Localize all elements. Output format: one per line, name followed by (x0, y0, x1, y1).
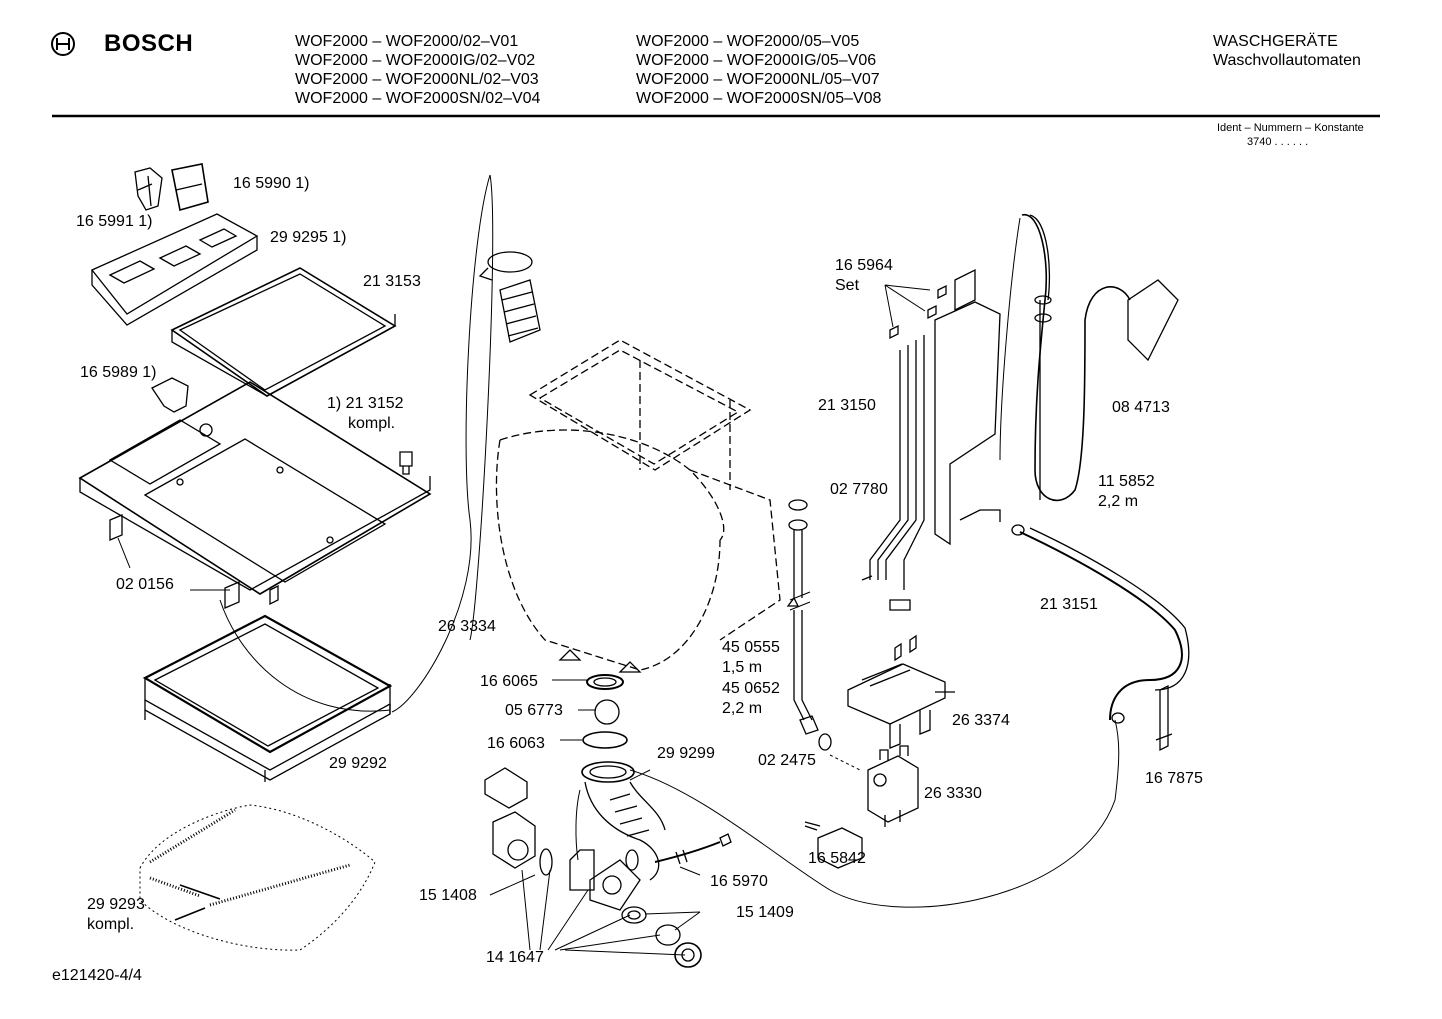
pressure-pipe-assembly (861, 268, 1001, 611)
brand-name: BOSCH (104, 30, 194, 57)
model-entry: WOF2000 – WOF2000/02–V01 (295, 33, 519, 50)
model-entry: WOF2000 – WOF2000NL/02–V03 (295, 71, 539, 88)
part-label: Set (835, 277, 860, 294)
part-label: 02 0156 (116, 576, 174, 593)
part-label: 45 0555 (722, 639, 780, 656)
part-label: 45 0652 (722, 680, 780, 697)
leader-lines (489, 679, 701, 956)
detergent-drawer-group (78, 163, 432, 609)
filter-capacitor (804, 821, 863, 869)
part-label: 1,5 m (722, 659, 763, 676)
ident-value: 3740 . . . . . . (1247, 136, 1309, 148)
model-entry: WOF2000 – WOF2000IG/05–V06 (636, 52, 877, 69)
category-title: WASCHGERÄTE (1213, 33, 1338, 50)
part-label: 29 9299 (657, 745, 715, 762)
part-label: 16 5964 (835, 257, 893, 274)
part-label: 21 3151 (1040, 596, 1098, 613)
pump-group (484, 674, 732, 968)
part-label: kompl. (87, 916, 135, 933)
part-label: 15 1409 (736, 904, 794, 921)
part-label: 29 9292 (329, 755, 387, 772)
part-label: 14 1647 (486, 949, 544, 966)
model-entry: WOF2000 – WOF2000SN/05–V08 (636, 90, 882, 107)
part-label: 16 6063 (487, 735, 545, 752)
model-entry: WOF2000 – WOF2000IG/02–V02 (295, 52, 536, 69)
model-list-col1: WOF2000 – WOF2000/02–V01 WOF2000 – WOF20… (295, 32, 540, 108)
part-label: 16 5970 (710, 873, 768, 890)
bosch-logo-icon (51, 32, 75, 56)
part-label: 16 5842 (808, 850, 866, 867)
inlet-valve (867, 745, 919, 827)
part-label: 16 5990 1) (233, 175, 310, 192)
part-label: 16 5991 1) (76, 213, 153, 230)
part-label: 08 4713 (1112, 399, 1170, 416)
tub-assembly (391, 174, 781, 713)
category-block: WASCHGERÄTE Waschvollautomaten (1213, 32, 1361, 70)
inlet-hose-group (786, 499, 861, 771)
drain-hose-curve (629, 719, 1120, 908)
assembly-outline-curve (219, 599, 391, 712)
part-label: kompl. (348, 415, 396, 432)
part-label: 21 3150 (818, 397, 876, 414)
model-entry: WOF2000 – WOF2000NL/05–V07 (636, 71, 880, 88)
model-entry: WOF2000 – WOF2000/05–V05 (636, 33, 860, 50)
part-label: 26 3374 (952, 712, 1010, 729)
part-label: 02 2475 (758, 752, 816, 769)
part-label: 29 9293 (87, 896, 145, 913)
part-label: 26 3334 (438, 618, 496, 635)
part-label: 16 7875 (1145, 770, 1203, 787)
drawing-id: e121420-4/4 (52, 967, 142, 984)
part-label: 2,2 m (722, 700, 763, 717)
part-label: 11 5852 (1098, 473, 1155, 490)
ident-label: Ident – Nummern – Konstante (1217, 122, 1364, 134)
part-label: 16 5989 1) (80, 364, 157, 381)
model-entry: WOF2000 – WOF2000SN/02–V04 (295, 90, 541, 107)
part-label: 16 6065 (480, 673, 538, 690)
part-label: 21 3153 (363, 273, 421, 290)
part-label: 05 6773 (505, 702, 563, 719)
spring-set (139, 804, 376, 951)
model-list-col2: WOF2000 – WOF2000/05–V05 WOF2000 – WOF20… (636, 32, 881, 108)
part-label: 15 1408 (419, 887, 477, 904)
drain-hose (999, 214, 1179, 502)
door-seal-frame (142, 614, 393, 782)
control-module (847, 634, 955, 749)
part-label: 26 3330 (924, 785, 982, 802)
part-label: 29 9295 1) (270, 229, 347, 246)
part-label: 1) 21 3152 (327, 395, 404, 412)
part-label: 02 7780 (830, 481, 888, 498)
part-label: 2,2 m (1098, 493, 1139, 510)
connection-hose (1011, 524, 1190, 752)
category-subtitle: Waschvollautomaten (1213, 52, 1361, 69)
